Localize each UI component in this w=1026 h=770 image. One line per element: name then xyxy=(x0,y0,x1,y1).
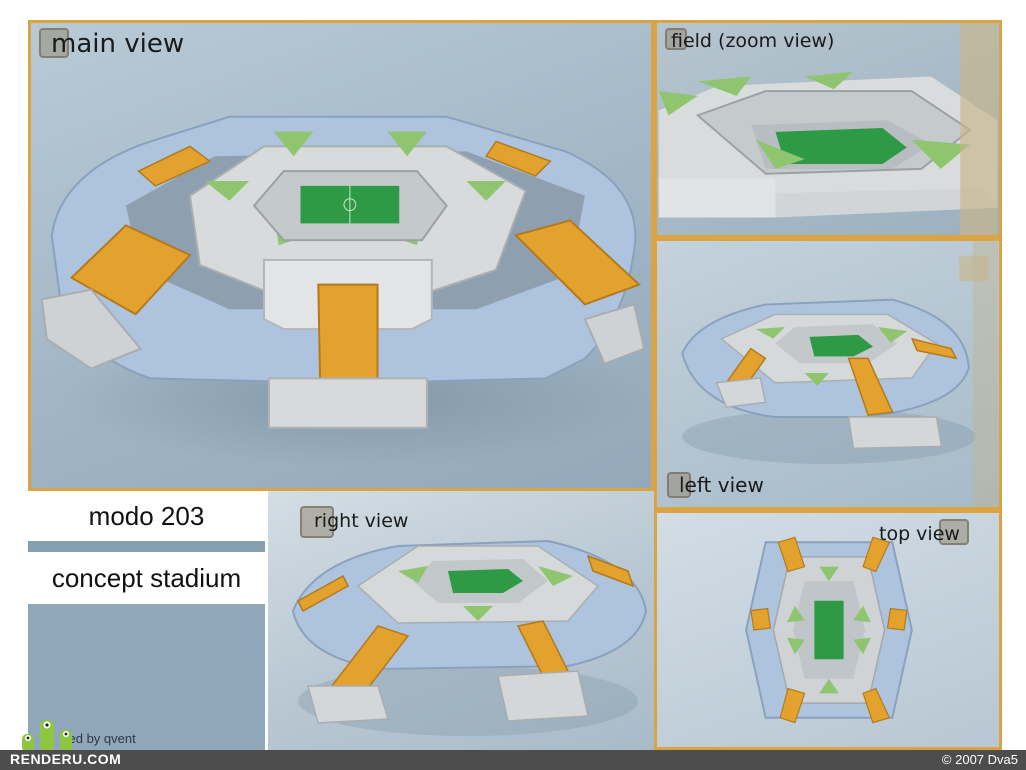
main-view-render xyxy=(40,115,651,468)
zoom-view-render xyxy=(658,23,998,235)
footer-bar xyxy=(0,750,1026,770)
main-view-label: main view xyxy=(51,29,185,59)
top-view-panel: top view xyxy=(654,510,1002,750)
copyright-text: © 2007 Dva5 xyxy=(941,752,1018,767)
info-divider xyxy=(28,541,265,552)
info-background xyxy=(28,604,265,750)
right-view-label: right view xyxy=(314,510,409,532)
top-view-render xyxy=(745,536,913,724)
top-view-tag xyxy=(939,519,969,545)
right-view-render xyxy=(291,539,648,736)
site-logo[interactable]: RENDERU.COM xyxy=(10,751,122,767)
left-view-label: left view xyxy=(679,473,764,497)
main-view-tag xyxy=(39,28,69,58)
top-view-label: top view xyxy=(879,523,960,545)
left-view-panel: left view xyxy=(654,238,1002,510)
zoom-view-label: field (zoom view) xyxy=(671,30,835,52)
title-banner: concept stadium xyxy=(28,552,265,604)
software-name: modo 203 xyxy=(88,500,205,531)
right-view-tag xyxy=(300,506,334,538)
zoom-view-panel: field (zoom view) xyxy=(654,20,1002,238)
project-title: concept stadium xyxy=(51,562,242,593)
credit-text: sed by qvent xyxy=(62,731,136,746)
left-view-tag xyxy=(667,472,691,498)
software-banner: modo 203 xyxy=(28,491,265,541)
green-monster-icon xyxy=(22,720,72,752)
right-view-panel: right view xyxy=(268,491,654,750)
zoom-view-tag xyxy=(665,28,687,50)
left-view-render xyxy=(681,241,999,507)
main-view-panel: main view xyxy=(28,20,654,491)
